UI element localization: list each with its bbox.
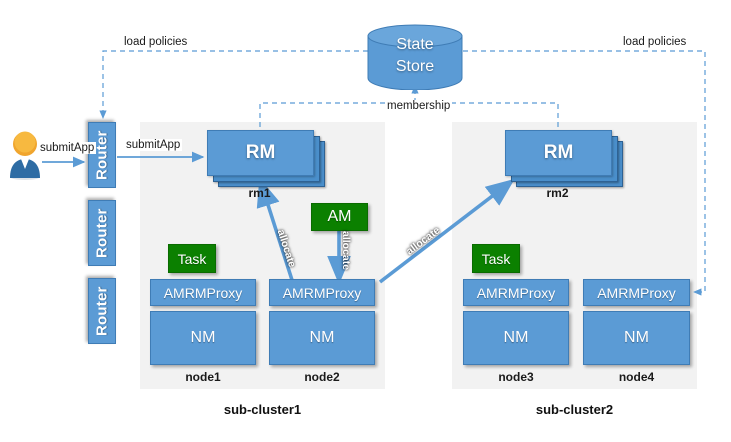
rm1-caption: rm1 [248, 186, 271, 200]
node1-task-box[interactable]: Task [168, 244, 216, 273]
label-allocate-am-to-node2: allocate [340, 231, 352, 271]
state-store-line2: Store [395, 58, 435, 75]
router-2[interactable]: Router [88, 200, 116, 266]
node1-nm-box[interactable]: NM [150, 311, 256, 365]
node3-amrmproxy-box[interactable]: AMRMProxy [463, 279, 569, 306]
router-3[interactable]: Router [88, 278, 116, 344]
sub-cluster1-caption: sub-cluster1 [223, 402, 302, 417]
am-box[interactable]: AM [311, 203, 368, 231]
rm2-caption: rm2 [546, 186, 569, 200]
rm1-box[interactable]: RM [207, 130, 314, 176]
node4-nm-box[interactable]: NM [583, 311, 690, 365]
router-1[interactable]: Router [88, 122, 116, 188]
rm2-box[interactable]: RM [505, 130, 612, 176]
rm2-stack[interactable]: RM [505, 130, 623, 187]
state-store-label: State Store [366, 34, 464, 78]
sub-cluster2-caption: sub-cluster2 [535, 402, 614, 417]
label-submitapp-router: submitApp [124, 139, 183, 151]
user-avatar [8, 128, 42, 180]
node2-caption: node2 [304, 370, 340, 384]
label-submitapp-user: submitApp [38, 142, 97, 154]
state-store[interactable]: State Store [366, 24, 464, 91]
node4-amrmproxy-box[interactable]: AMRMProxy [583, 279, 690, 306]
node1-amrmproxy-box[interactable]: AMRMProxy [150, 279, 256, 306]
node2-nm-box[interactable]: NM [269, 311, 375, 365]
node4-caption: node4 [618, 370, 655, 384]
state-store-line1: State [396, 36, 434, 53]
node2-amrmproxy-box[interactable]: AMRMProxy [269, 279, 375, 306]
rm1-stack[interactable]: RM [207, 130, 325, 187]
node1-caption: node1 [185, 370, 221, 384]
node3-nm-box[interactable]: NM [463, 311, 569, 365]
label-allocate-node2-to-rm2: allocate [404, 224, 443, 258]
node3-caption: node3 [498, 370, 534, 384]
label-membership: membership [385, 100, 453, 112]
label-load-policies-right: load policies [621, 36, 689, 48]
node3-task-box[interactable]: Task [472, 244, 520, 273]
label-load-policies-left: load policies [122, 36, 190, 48]
